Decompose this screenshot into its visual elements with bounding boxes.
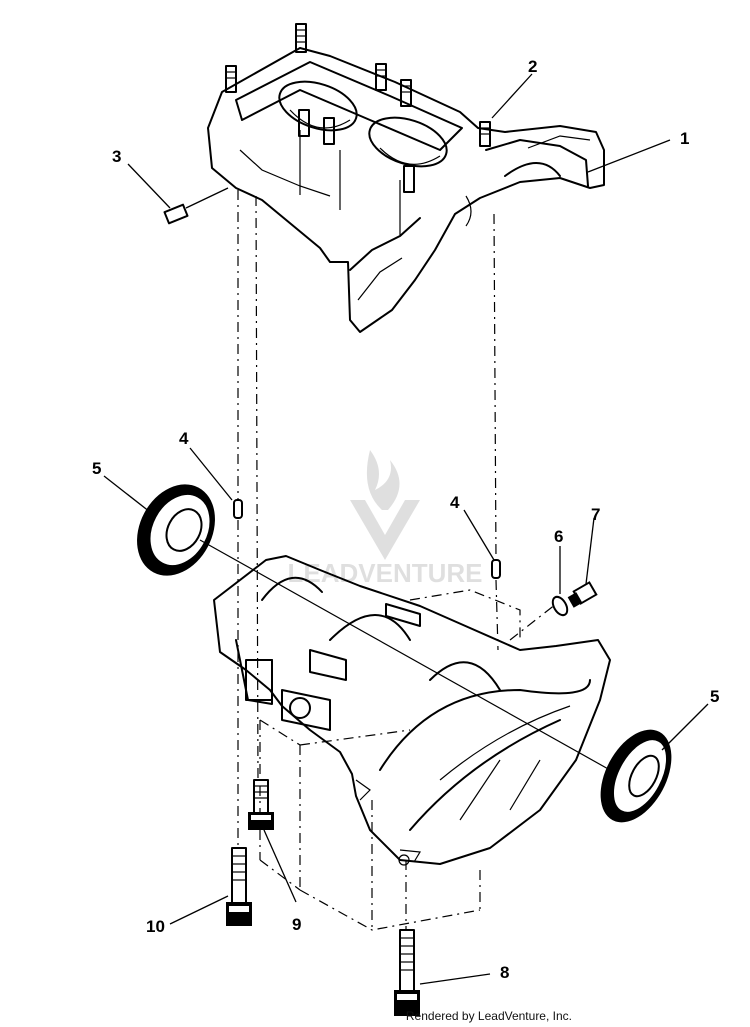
render-credit: Rendered by LeadVenture, Inc. bbox=[405, 1009, 572, 1023]
seal-right-part-5 bbox=[600, 729, 672, 823]
bolt-part-9 bbox=[248, 779, 274, 830]
plug-part-3 bbox=[163, 187, 229, 225]
callout-6: 6 bbox=[554, 527, 563, 546]
callout-4-right: 4 bbox=[450, 493, 460, 512]
callout-7: 7 bbox=[591, 505, 600, 524]
bolt-part-8 bbox=[394, 929, 420, 1016]
callout-5-right: 5 bbox=[710, 687, 719, 706]
leadventure-watermark-logo: LEADVENTURE bbox=[287, 450, 483, 588]
callout-labels: 1 2 3 4 4 5 5 6 7 8 9 10 bbox=[92, 57, 719, 982]
alignment-lines bbox=[237, 190, 557, 930]
callout-3: 3 bbox=[112, 147, 121, 166]
dowel-pins-part-4 bbox=[233, 499, 501, 579]
callout-9: 9 bbox=[292, 915, 301, 934]
callout-10: 10 bbox=[146, 917, 165, 936]
washer-part-6 bbox=[551, 595, 569, 617]
leader-lines bbox=[103, 73, 709, 985]
lower-crankcase bbox=[213, 555, 611, 866]
callout-4-left: 4 bbox=[179, 429, 189, 448]
watermark-text: LEADVENTURE bbox=[287, 558, 482, 588]
bolt-part-10 bbox=[226, 847, 252, 926]
callout-1: 1 bbox=[680, 129, 689, 148]
phantom-box bbox=[259, 589, 521, 931]
seal-axis-line bbox=[199, 539, 611, 771]
seal-left-part-5 bbox=[137, 484, 215, 576]
callout-5-left: 5 bbox=[92, 459, 101, 478]
drain-plug-part-7 bbox=[567, 581, 598, 608]
callout-8: 8 bbox=[500, 963, 509, 982]
callout-2: 2 bbox=[528, 57, 537, 76]
upper-crankcase bbox=[207, 23, 605, 333]
